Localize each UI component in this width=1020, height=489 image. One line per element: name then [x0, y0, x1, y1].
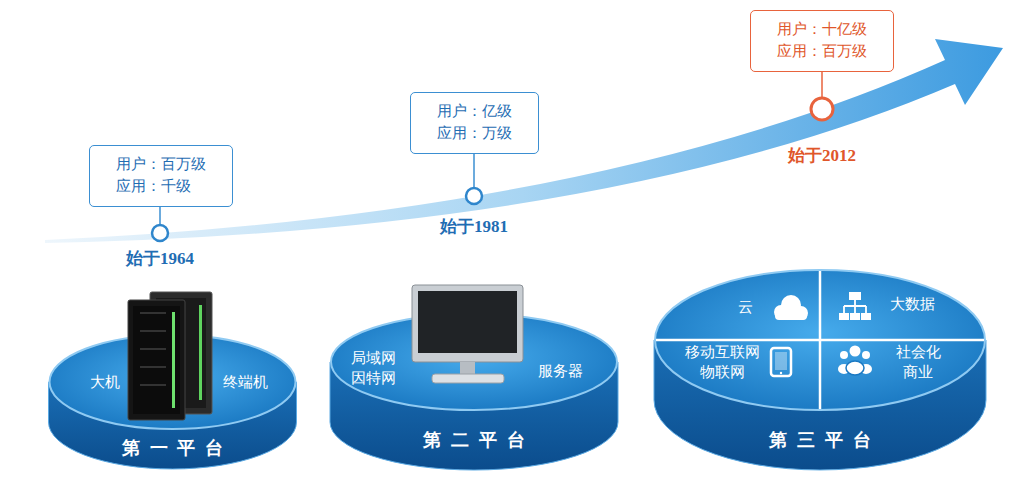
disc-top — [655, 270, 985, 410]
people-icon — [838, 346, 872, 376]
quadrant-text: 云 — [738, 298, 753, 318]
disc-label: 终端机 — [223, 373, 268, 393]
text-holder: 第一平台 — [112, 436, 234, 460]
mainframe-server — [128, 292, 212, 420]
org-chart-icon — [839, 292, 871, 320]
disc-label: 局域网 因特网 — [351, 349, 396, 388]
start-year: 始于1964 — [126, 247, 194, 270]
callout-box: 用户：百万级应用：千级 — [89, 145, 233, 207]
callout-text: 应用：千级 — [116, 176, 206, 198]
platform-disc: 大机 终端机第一平台 — [45, 330, 300, 480]
platform-disc: 局域网 因特网 服务器第二平台 — [328, 312, 620, 477]
callout-text: 用户：亿级 — [437, 101, 512, 123]
quadrant-text: 移动互联网 物联网 — [685, 343, 760, 382]
text-holder: 终端机 — [223, 373, 268, 393]
platform-disc: 第三平台 云 大数据移动互联网 物联网 社会化 商业 — [652, 268, 988, 478]
text-holder: 始于1964 — [126, 247, 194, 270]
milestone-dots — [152, 98, 833, 241]
tablet-icon — [771, 348, 791, 376]
text-holder: 服务器 — [538, 362, 583, 382]
text-holder: 大机 — [90, 373, 120, 393]
callout-text: 用户：十亿级 — [777, 19, 867, 41]
quadrant-dividers — [656, 271, 984, 409]
callout-text: 应用：百万级 — [777, 41, 867, 63]
text-holder: 第三平台 — [759, 428, 881, 452]
callout-text: 用户：百万级 — [116, 154, 206, 176]
platform-name: 第一平台 — [112, 436, 234, 460]
disc-shape — [328, 312, 620, 477]
platform-name: 第三平台 — [759, 428, 881, 452]
text-holder: 始于2012 — [788, 144, 856, 167]
disc-label: 服务器 — [538, 362, 583, 382]
quadrant-label: 社会化 商业 — [896, 343, 941, 382]
text-holder: 始于1981 — [440, 215, 508, 238]
platform-name: 第二平台 — [413, 428, 535, 452]
text-holder: 第二平台 — [413, 428, 535, 452]
quadrant-label: 移动互联网 物联网 — [685, 343, 760, 382]
quadrant-label: 大数据 — [890, 295, 935, 315]
disc-label: 大机 — [90, 373, 120, 393]
quadrant-text: 社会化 商业 — [896, 343, 941, 382]
start-year: 始于1981 — [440, 215, 508, 238]
cloud-icon — [774, 295, 808, 320]
quadrant-text: 大数据 — [890, 295, 935, 315]
callout-box: 用户：十亿级应用：百万级 — [750, 10, 894, 72]
callout-text: 应用：万级 — [437, 123, 512, 145]
disc-top — [50, 335, 296, 429]
text-holder: 局域网 因特网 — [351, 349, 396, 388]
quadrant-label: 云 — [738, 298, 753, 318]
disc-top — [331, 314, 617, 410]
leader-lines — [160, 71, 822, 224]
pc-monitor — [412, 285, 523, 383]
callout-box: 用户：亿级应用：万级 — [410, 92, 539, 154]
start-year: 始于2012 — [788, 144, 856, 167]
